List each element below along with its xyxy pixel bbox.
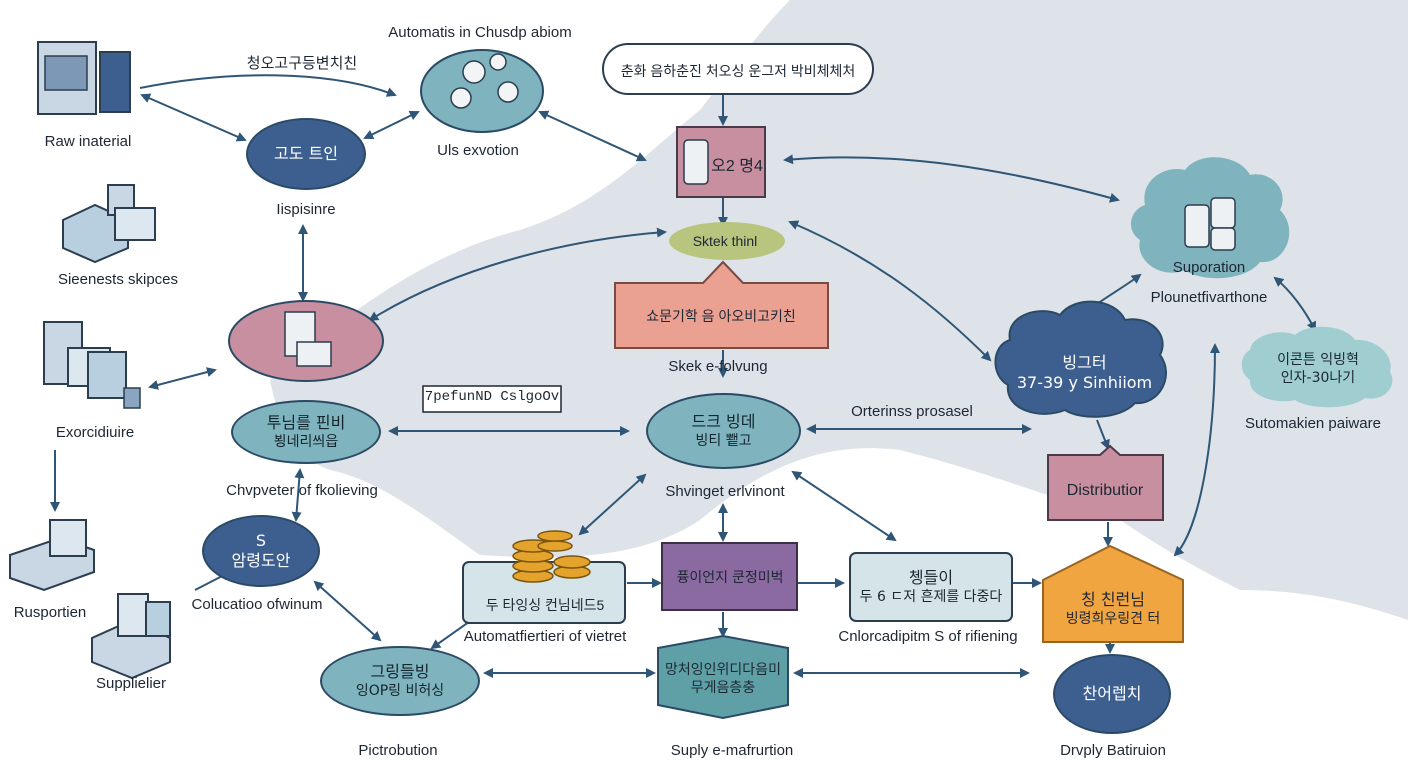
salmon-caption: Skek e-folvung xyxy=(668,358,768,375)
top-box xyxy=(602,43,874,95)
teal-center-caption: Shvinget erlvinont xyxy=(665,483,785,500)
cloud-top-right-label1: Suporation xyxy=(1172,259,1246,276)
ordering-label: Orterinss prosasel xyxy=(851,403,973,420)
gears-icon xyxy=(450,53,519,109)
sieenests-label: Sieenests skipces xyxy=(57,271,179,288)
teal-left-node[interactable]: 투님를 핀비 뵝네리씌읍 xyxy=(231,400,381,464)
dark-bottom-right-caption: Drvply Batiruion xyxy=(1060,742,1166,759)
node-label: 고도 트인 xyxy=(274,144,338,163)
salmon-text: 쇼문기학 음 아오비고키친 xyxy=(646,308,796,324)
node-line1: 그링들빙 xyxy=(370,662,430,681)
distribution-text: Distributior xyxy=(1066,482,1144,499)
cloud-top-right-label2: Plounetfivarthone xyxy=(1150,289,1268,306)
gear-circle xyxy=(420,49,544,133)
node-line2: 두 6 ㄷ저 흔제를 다중다 xyxy=(859,589,1003,605)
top-box-text: 춘화 음하춘진 처오싱 운그저 박비체체처 xyxy=(620,63,856,79)
gear-caption: Uls exvotion xyxy=(437,142,519,159)
node-line1: 쳉들이 xyxy=(908,568,954,587)
teal-center-node[interactable]: 드크 빙데 빙티 뾑고 xyxy=(646,393,801,469)
dark-dollar-caption: Colucatioo ofwinum xyxy=(191,596,323,613)
center-square-text: 오2 명4 xyxy=(711,158,763,175)
node-line2: 인자-30나기 xyxy=(1280,370,1356,386)
node-line1: 이콘튼 익빙혁 xyxy=(1277,352,1359,368)
purple-center-box xyxy=(661,542,798,611)
coins-box-text: 두 타잉싱 컨님네드5 xyxy=(485,597,605,613)
cloud-right-node[interactable]: 빙그터 37-39 y Sinhiiom xyxy=(1012,338,1157,408)
automation-label: Automatis in Chusdp abiom xyxy=(388,24,572,41)
teal-bottom-left-caption: Pictrobution xyxy=(358,742,438,759)
connector-arrows xyxy=(50,74,1316,678)
node-line1: 빙그터 xyxy=(1062,353,1107,372)
teal-left-caption: Chvpveter of fkolieving xyxy=(226,482,378,499)
exorcidiuire-label: Exorcidiuire xyxy=(55,424,135,441)
node-line1: 투님를 핀비 xyxy=(266,413,346,432)
hex-bottom-caption: Suply e-mafrurtion xyxy=(670,742,794,759)
node-line1: S xyxy=(255,531,267,550)
jar-icon xyxy=(683,139,709,185)
dark-bottom-right-node[interactable]: 찬어렙치 xyxy=(1053,654,1171,734)
node-line2: 뵝네리씌읍 xyxy=(273,434,339,450)
node-line1: 칭 친런님 xyxy=(1081,590,1145,609)
dark-dollar-node[interactable]: S 암령도안 xyxy=(202,515,320,587)
node-label: 찬어렙치 xyxy=(1082,684,1142,703)
node-line2: 잉OP링 비허싱 xyxy=(355,683,445,699)
raw-material-label: Raw inaterial xyxy=(44,133,132,150)
node-line2: 암령도안 xyxy=(231,551,291,570)
stacked-boxes-icon xyxy=(9,519,95,592)
supplielier-label: Supplielier xyxy=(95,675,167,692)
node-line2: 빙티 뾑고 xyxy=(695,433,752,449)
right-teal-box xyxy=(849,552,1013,622)
purple-center-text: 퓽이언지 쿤정미벅 xyxy=(676,569,784,585)
right-teal-box-node[interactable]: 쳉들이 두 6 ㄷ저 흔제를 다중다 xyxy=(850,558,1012,616)
distribution-shape xyxy=(1047,444,1164,521)
node-line2: 무게음층충 xyxy=(690,680,756,696)
rusportien-label: Rusportien xyxy=(13,604,87,621)
device-icon xyxy=(284,311,332,367)
sktek-ellipse xyxy=(669,222,785,260)
cloud-top-right-shape xyxy=(1130,157,1290,279)
tag-text: 7pefunND CslgoOv xyxy=(424,389,560,405)
hex-bottom-shape xyxy=(657,634,789,720)
sktek-text: Sktek thinl xyxy=(692,233,758,249)
supplier-icon xyxy=(91,593,171,680)
node-line1: 드크 빙데 xyxy=(691,412,756,431)
house-node[interactable]: 칭 친런님 빙령희우링견 터 xyxy=(1045,580,1181,638)
coins-box-caption: Automatfiertieri of vietret xyxy=(463,628,627,645)
tag-box xyxy=(422,385,562,413)
machines-icon xyxy=(43,321,141,409)
coins-icon xyxy=(512,530,591,583)
small-cloud-caption: Sutomakien paiware xyxy=(1245,415,1381,432)
right-teal-box-caption: Cnlorcadipitm S of rifiening xyxy=(838,628,1018,645)
left-dark-top-caption: Iispisinre xyxy=(276,201,336,218)
korean-header: 청오고구등변치친 xyxy=(246,55,358,72)
salmon-house-shape xyxy=(614,260,829,349)
node-line2: 37-39 y Sinhiiom xyxy=(1016,373,1153,392)
small-cloud-shape xyxy=(1241,326,1393,408)
boxes-icon xyxy=(62,184,156,264)
cloud-right-shape xyxy=(994,300,1167,418)
node-line2: 빙령희우링견 터 xyxy=(1065,611,1161,627)
database-icon xyxy=(1184,197,1236,251)
hex-bottom-node[interactable]: 망처잉인위디다음미 무게음층충 xyxy=(660,652,786,706)
small-cloud-node[interactable]: 이콘튼 익빙혁 인자-30나기 xyxy=(1248,340,1388,398)
monitor-icon xyxy=(37,41,131,115)
house-shape xyxy=(1042,544,1184,643)
teal-bottom-left-node[interactable]: 그링들빙 잉OP링 비허싱 xyxy=(320,646,480,716)
left-dark-top-node[interactable]: 고도 트인 xyxy=(246,118,366,190)
node-line1: 망처잉인위디다음미 xyxy=(665,662,781,678)
